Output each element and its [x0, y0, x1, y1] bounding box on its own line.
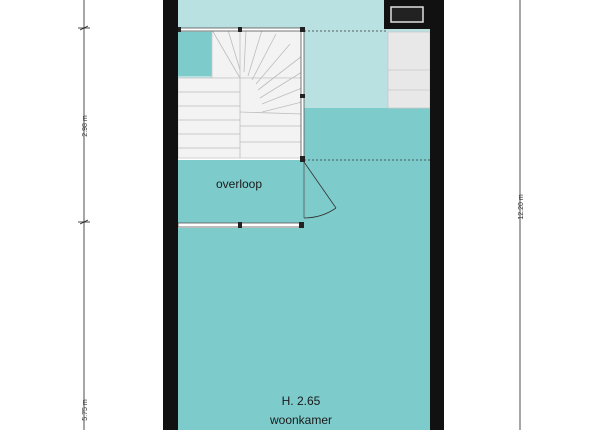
cabinet-block [387, 31, 431, 109]
left-lower-dimension-label: 5.75 m [82, 399, 89, 421]
living-room-height-label: H. 2.65 [282, 394, 321, 408]
stair-side-strip [178, 32, 212, 76]
living-room-area [178, 108, 430, 430]
stair-right-zone [302, 108, 430, 162]
window-unit [384, 0, 430, 29]
door-swing [303, 161, 337, 219]
left-upper-dimension-label: 2.98 m [82, 115, 89, 137]
landing-room-label: overloop [216, 177, 262, 191]
living-room-label: woonkamer [269, 413, 332, 427]
left-wall [163, 0, 178, 430]
landing-area [178, 160, 302, 226]
right-wall [430, 0, 444, 430]
railing-posts [177, 27, 305, 228]
left-dimension [78, 0, 90, 430]
right-total-dimension-label: 12.20 m [518, 194, 525, 219]
